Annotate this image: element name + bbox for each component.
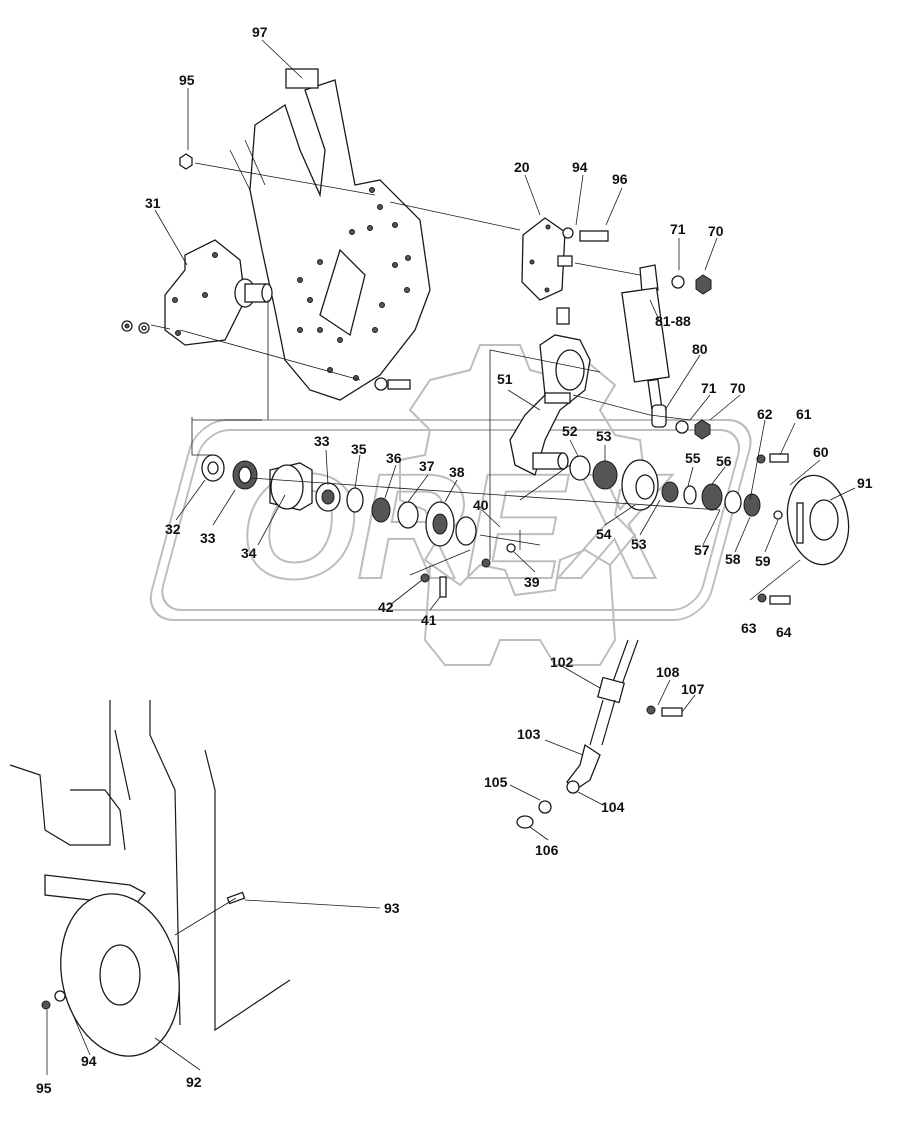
bracket-31: [164, 239, 273, 346]
callout-33: 33: [314, 433, 330, 449]
callout-108: 108: [656, 664, 680, 680]
frame-plate: [229, 68, 431, 401]
callout-32: 32: [165, 521, 181, 537]
callout-53-lower: 53: [631, 536, 647, 552]
callout-58: 58: [725, 551, 741, 567]
callout-33-lower: 33: [200, 530, 216, 546]
callout-94: 94: [572, 159, 588, 175]
callout-97: 97: [252, 24, 268, 40]
callout-95: 95: [179, 72, 195, 88]
callout-51: 51: [497, 371, 513, 387]
disc-91: [786, 474, 850, 566]
callout-70-lower: 70: [730, 380, 746, 396]
fasteners-left: [121, 153, 411, 391]
callout-35: 35: [351, 441, 367, 457]
callout-107: 107: [681, 681, 705, 697]
callout-92: 92: [186, 1074, 202, 1090]
callout-34: 34: [241, 545, 257, 561]
callout-56: 56: [716, 453, 732, 469]
watermark: OREX: [149, 344, 752, 666]
callout-labels: 97 95 31 20 94 96 71 70 81-88 80 71 70 5…: [36, 24, 873, 1096]
callout-62: 62: [757, 406, 773, 422]
cylinder-81-88: [621, 264, 712, 440]
callout-37: 37: [419, 458, 435, 474]
callout-71: 71: [670, 221, 686, 237]
callout-103: 103: [517, 726, 541, 742]
callout-71-lower: 71: [701, 380, 717, 396]
callout-40: 40: [473, 497, 489, 513]
callout-80: 80: [692, 341, 708, 357]
callout-91: 91: [857, 475, 873, 491]
callout-102: 102: [550, 654, 574, 670]
callout-54: 54: [596, 526, 612, 542]
callout-59: 59: [755, 553, 771, 569]
arm-51: [509, 307, 591, 476]
callout-57: 57: [694, 542, 710, 558]
callout-20: 20: [514, 159, 530, 175]
plate-20: [521, 217, 609, 301]
callout-42: 42: [378, 599, 394, 615]
leader-lines: [46, 39, 856, 1075]
callout-96: 96: [612, 171, 628, 187]
callout-70: 70: [708, 223, 724, 239]
callout-52: 52: [562, 423, 578, 439]
callout-61: 61: [796, 406, 812, 422]
decal-label: [285, 68, 319, 89]
callout-36: 36: [386, 450, 402, 466]
callout-53: 53: [596, 428, 612, 444]
hose-assembly: [516, 639, 683, 829]
lower-frame: [9, 700, 291, 1057]
callout-63: 63: [741, 620, 757, 636]
callout-55: 55: [685, 450, 701, 466]
callout-31: 31: [145, 195, 161, 211]
callout-104: 104: [601, 799, 625, 815]
callout-38: 38: [449, 464, 465, 480]
callout-39: 39: [524, 574, 540, 590]
callout-106: 106: [535, 842, 559, 858]
callout-94-lower: 94: [81, 1053, 97, 1069]
callout-105: 105: [484, 774, 508, 790]
callout-95-lower: 95: [36, 1080, 52, 1096]
callout-41: 41: [421, 612, 437, 628]
callout-81-88: 81-88: [655, 313, 691, 329]
callout-60: 60: [813, 444, 829, 460]
callout-93: 93: [384, 900, 400, 916]
callout-64: 64: [776, 624, 792, 640]
